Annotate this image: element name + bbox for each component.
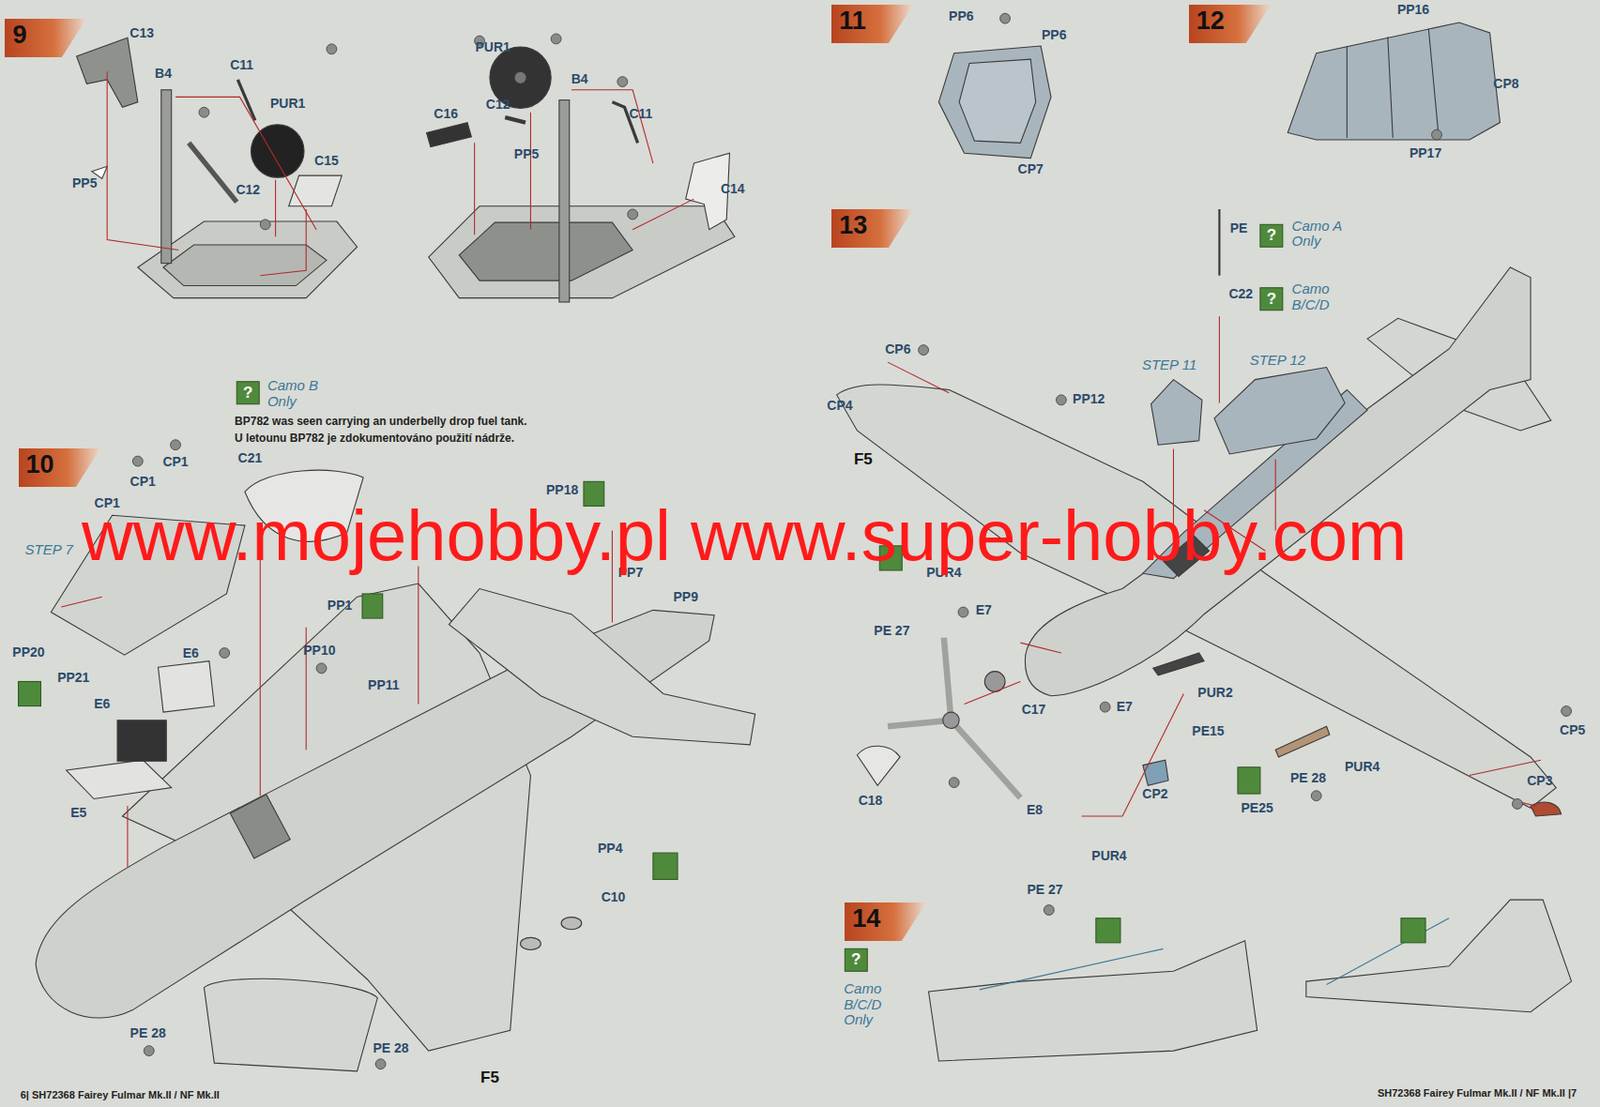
part-number: CP3 <box>1526 774 1553 789</box>
part-number: C11 <box>229 58 254 73</box>
part-number: CP6 <box>884 342 911 357</box>
part-number: C18 <box>858 793 884 808</box>
camo-note: Camo A Only <box>1292 218 1364 250</box>
part-number: E6 <box>182 646 199 661</box>
watermark: www.mojehobby.pl www.super-hobby.com <box>81 500 1407 572</box>
step-number: 14 <box>844 902 881 932</box>
part-number: PUR4 <box>1091 850 1127 865</box>
part-number: PP9 <box>672 590 698 605</box>
flag-fill <box>831 4 914 44</box>
part-number: CP1 <box>130 475 156 490</box>
part-number: PP6 <box>948 10 974 25</box>
part-number: PP5 <box>72 176 97 191</box>
part-number: C13 <box>129 26 154 41</box>
step-flag: 10 <box>18 448 101 488</box>
camo-note: Camo B Only <box>267 378 339 410</box>
part-number: E6 <box>93 698 110 713</box>
part-number: PE <box>1230 221 1249 236</box>
part-number: C11 <box>628 106 653 122</box>
flag-fill <box>831 209 914 248</box>
step-number: 13 <box>831 209 868 239</box>
part-number: PP18 <box>546 483 579 498</box>
part-number: F5 <box>853 451 873 470</box>
question-mark: ? <box>1266 289 1277 308</box>
part-number: PP17 <box>1409 146 1442 161</box>
part-number: PE 28 <box>1290 771 1326 786</box>
part-number: PUR1 <box>270 96 305 111</box>
part-number: PE15 <box>1191 724 1224 739</box>
part-number: E5 <box>70 806 87 821</box>
camo-note: Camo B/C/D Only <box>843 981 905 1029</box>
part-number: B4 <box>571 72 589 87</box>
step-reference: STEP 12 <box>1249 352 1306 369</box>
part-number: E7 <box>975 604 992 619</box>
page-footer: 6| SH72368 Fairey Fulmar Mk.II / NF Mk.I… <box>20 1089 220 1101</box>
step-number: 11 <box>831 4 867 34</box>
step-flag: 9 <box>4 18 87 58</box>
part-number: PUR1 <box>475 40 511 55</box>
part-number: PE25 <box>1241 802 1274 817</box>
part-number: PP16 <box>1397 2 1430 17</box>
note-text: U letounu BP782 je zdokumentováno použit… <box>234 432 515 445</box>
part-number: PP1 <box>327 598 352 613</box>
part-number: PE 27 <box>873 624 910 639</box>
part-number: CP5 <box>1559 723 1585 738</box>
step-number: 10 <box>18 448 55 478</box>
part-number: E8 <box>1026 804 1043 819</box>
flag-fill <box>844 902 927 942</box>
step-number: 9 <box>4 18 27 48</box>
note-text: BP782 was seen carrying an underbelly dr… <box>234 415 527 428</box>
question-mark: ? <box>1266 227 1277 245</box>
part-number: CP4 <box>826 398 853 413</box>
step-reference: STEP 11 <box>1142 357 1197 374</box>
step-number: 12 <box>1188 4 1225 34</box>
part-number: C15 <box>314 153 339 168</box>
part-number: C16 <box>433 106 458 122</box>
part-number: PP5 <box>514 148 539 163</box>
step-reference: STEP 7 <box>25 542 74 559</box>
part-number: CP2 <box>1142 787 1168 802</box>
part-number: B4 <box>154 67 172 82</box>
step-flag: 13 <box>831 209 914 248</box>
step-flag: 12 <box>1188 4 1271 44</box>
part-number: PP10 <box>303 643 336 658</box>
part-number: C21 <box>238 452 263 467</box>
part-number: PP4 <box>597 841 623 856</box>
step-flag: 11 <box>831 4 914 44</box>
part-number: CP7 <box>1018 162 1044 177</box>
part-number: C10 <box>601 890 626 905</box>
camo-note: Camo B/C/D <box>1292 281 1364 313</box>
part-number: PE 28 <box>372 1041 409 1056</box>
flag-fill <box>1188 4 1271 44</box>
part-number: CP1 <box>162 455 188 470</box>
part-number: C22 <box>1228 288 1253 303</box>
part-number: C12 <box>235 183 260 199</box>
page-footer: SH72368 Fairey Fulmar Mk.II / NF Mk.II |… <box>1377 1087 1577 1099</box>
part-number: PP20 <box>12 645 45 660</box>
part-number: PP12 <box>1072 393 1105 408</box>
part-number: PE 28 <box>130 1026 167 1041</box>
part-number: PUR2 <box>1197 686 1233 701</box>
flag-fill <box>18 448 101 488</box>
part-number: C12 <box>486 97 511 112</box>
part-number: E7 <box>1116 700 1133 715</box>
question-mark: ? <box>851 951 861 970</box>
part-number: PP11 <box>367 678 399 693</box>
question-mark: ? <box>243 383 253 402</box>
part-number: PP21 <box>57 670 90 686</box>
part-number: CP8 <box>1493 77 1519 92</box>
part-number: C17 <box>1021 702 1047 717</box>
part-number: C14 <box>720 182 746 198</box>
part-number: PUR4 <box>1344 760 1380 775</box>
part-number: PP6 <box>1041 28 1067 43</box>
part-number: PE 27 <box>1026 883 1063 899</box>
step-flag: 14 <box>844 902 927 942</box>
flag-fill <box>4 18 87 58</box>
part-number: F5 <box>480 1069 500 1088</box>
